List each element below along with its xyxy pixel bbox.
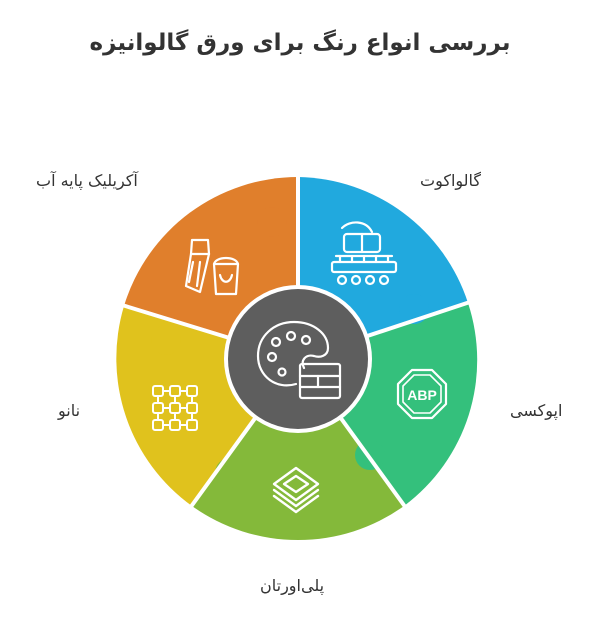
label-nano: نانو <box>58 401 81 420</box>
diagram-title: بررسی انواع رنگ برای ورق گالوانیزه <box>89 30 511 56</box>
label-epoxy: اپوکسی <box>510 401 563 420</box>
tab-nano <box>151 325 181 355</box>
tab-acrylic <box>257 207 287 237</box>
conveyor-machine-icon <box>330 221 398 286</box>
abp-icon-text: ABP <box>407 387 437 403</box>
center-hub <box>228 289 368 429</box>
palette-and-panel-icon <box>256 320 342 400</box>
abp-octagon-icon: ABP <box>396 368 448 420</box>
layered-diamond-icon <box>272 466 320 514</box>
segment-polyurethane <box>192 359 404 541</box>
label-acrylic: آکریلیک پایه آب <box>36 171 138 190</box>
paint-brush-and-bucket-icon <box>184 238 240 296</box>
label-galvacoat: گالواکوت <box>420 171 482 190</box>
node-grid-icon <box>152 385 198 431</box>
tab-polyurethane <box>215 458 245 488</box>
label-polyurethane: پلی‌اورتان <box>260 576 325 595</box>
